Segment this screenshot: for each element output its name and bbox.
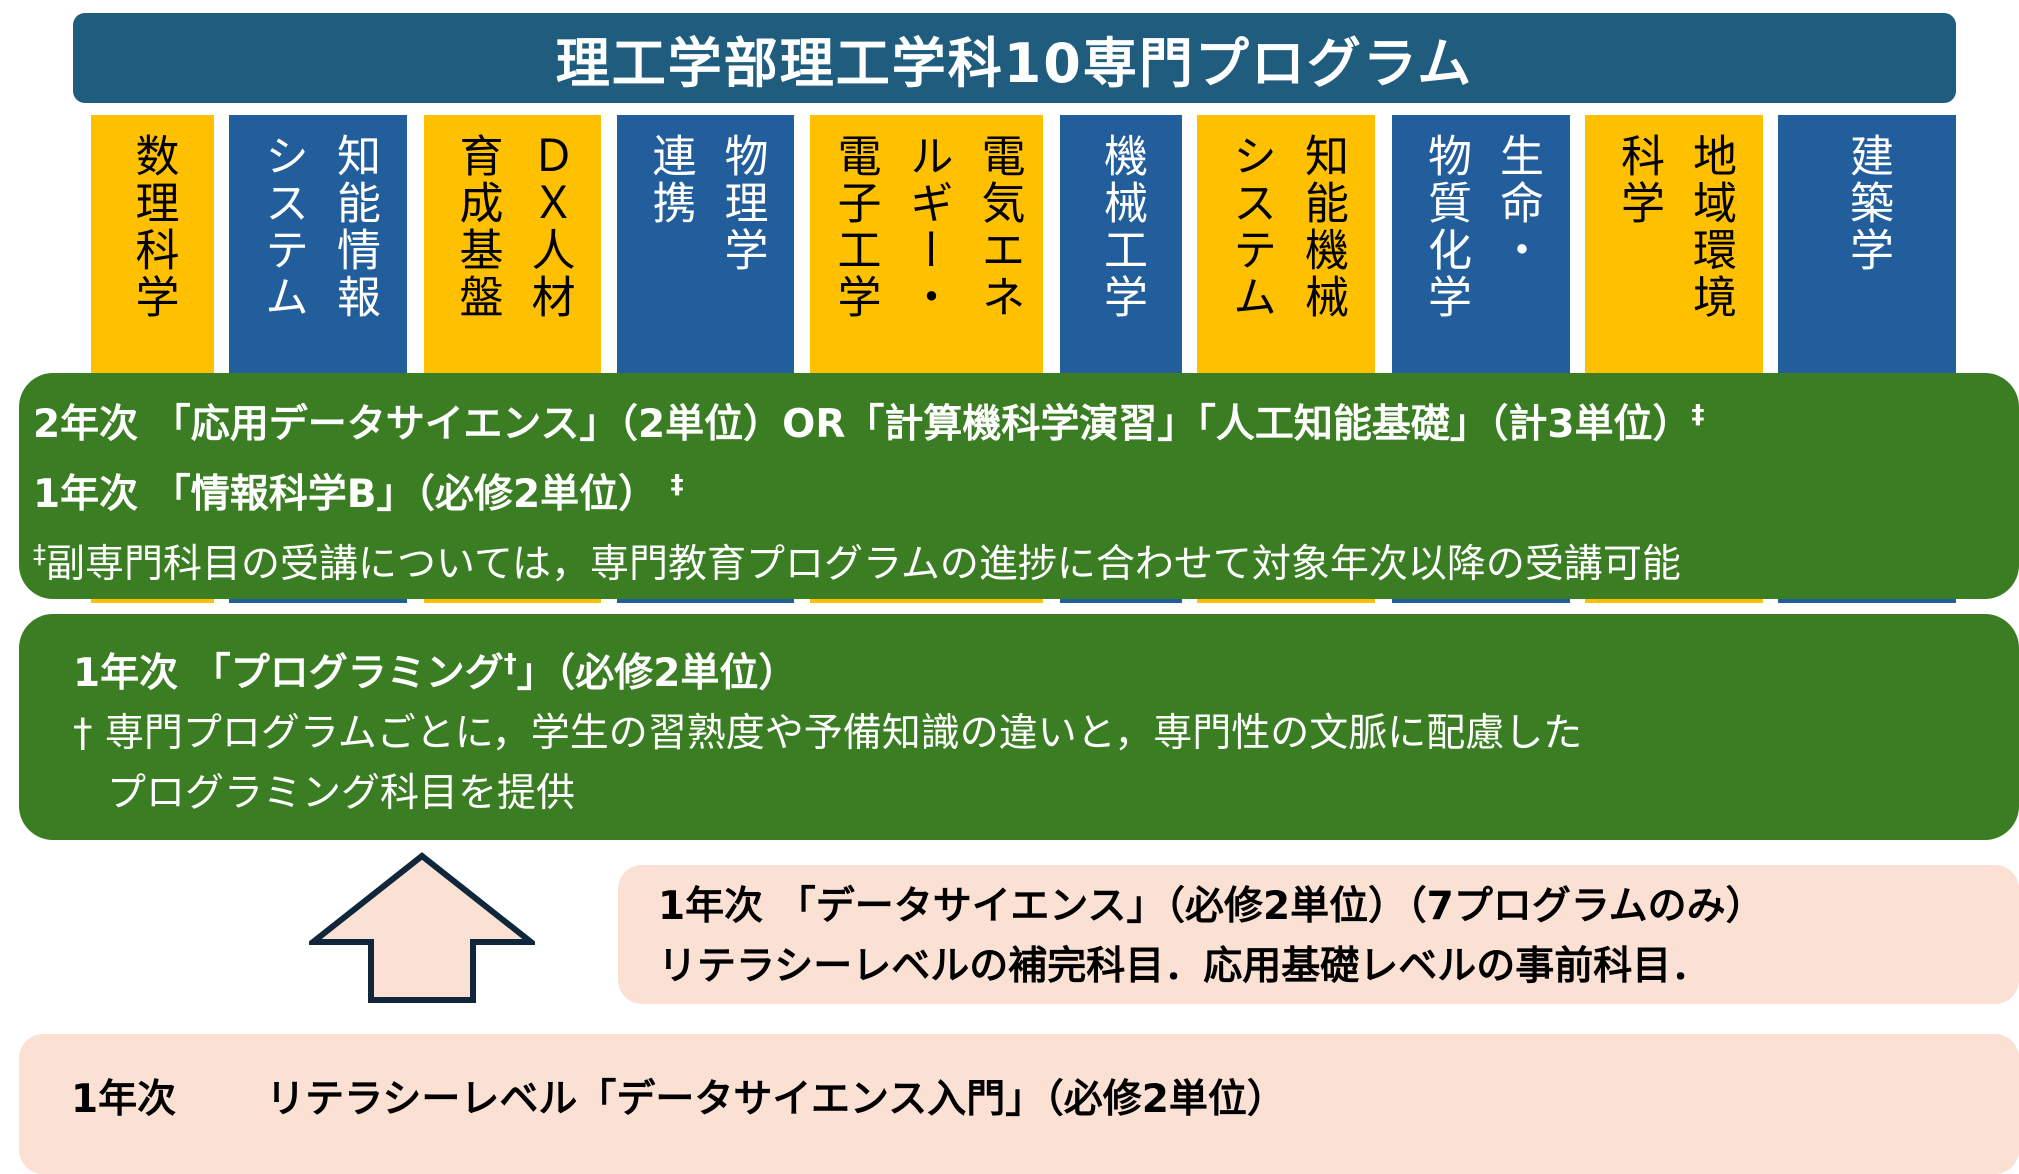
program-label: 地域環境 科学 [1613, 133, 1736, 321]
advanced-note: ‡副専門科目の受講については，専門教育プログラムの進捗に合わせて対象年次以降の受… [33, 525, 2019, 595]
advanced-line-1-text: 2年次 「応用データサイエンス」（2単位）OR「計算機科学演習」「人工知能基礎」… [33, 402, 1692, 447]
advanced-note-text: 副専門科目の受講については，専門教育プログラムの進捗に合わせて対象年次以降の受講… [46, 542, 1681, 587]
programming-note-1: † 専門プログラムごとに，学生の習熟度や予備知識の違いと，専門性の文脈に配慮した [73, 704, 2019, 764]
advanced-line-2: 1年次 「情報科学B」（必修2単位） ‡ [33, 455, 2019, 525]
double-dagger-mark: ‡ [33, 540, 46, 570]
dagger-mark: † [503, 649, 517, 679]
program-label: 機械工学 [1096, 133, 1147, 321]
diagram-title: 理工学部理工学科10専門プログラム [73, 13, 1956, 103]
up-arrow-icon [309, 852, 535, 1003]
programming-note-2: プログラミング科目を提供 [107, 771, 576, 816]
program-label: ＤＸ人材 育成基盤 [451, 133, 575, 321]
program-label: 建築学 [1842, 133, 1893, 274]
programming-box: 1年次 「プログラミング†」（必修2単位） † 専門プログラムごとに，学生の習熟… [19, 614, 2019, 840]
program-label: 知能機械 システム [1225, 133, 1348, 321]
datascience-line-1: 1年次 「データサイエンス」（必修2単位）（7プログラムのみ） [658, 884, 1765, 929]
program-label: 物理学 連携 [644, 133, 768, 274]
program-label: 数理科学 [127, 133, 179, 321]
double-dagger-mark: ‡ [670, 470, 684, 500]
intro-year: 1年次 [71, 1077, 177, 1122]
program-label: 電気エネ ルギー・ 電子工学 [829, 133, 1025, 321]
intro-box: 1年次 リテラシーレベル「データサイエンス入門」（必修2単位） [19, 1034, 2019, 1174]
programming-note-1-text: 専門プログラムごとに，学生の習熟度や予備知識の違いと，専門性の文脈に配慮した [104, 711, 1583, 756]
advanced-courses-box: 2年次 「応用データサイエンス」（2単位）OR「計算機科学演習」「人工知能基礎」… [19, 373, 2019, 599]
dagger-mark: † [73, 711, 93, 756]
double-dagger-mark: ‡ [1691, 400, 1705, 430]
programming-line-1b: 」（必修2単位） [516, 651, 798, 696]
datascience-line-2: リテラシーレベルの補完科目．応用基礎レベルの事前科目． [658, 944, 1711, 989]
intro-line: 1年次 リテラシーレベル「データサイエンス入門」（必修2単位） [71, 1070, 2019, 1130]
advanced-line-1: 2年次 「応用データサイエンス」（2単位）OR「計算機科学演習」「人工知能基礎」… [33, 385, 2019, 455]
programming-line-1a: 1年次 「プログラミング [73, 651, 504, 696]
program-label: 生命・ 物質化学 [1420, 133, 1543, 321]
program-label: 知能情報 システム [257, 133, 380, 321]
advanced-line-2-text: 1年次 「情報科学B」（必修2単位） [33, 472, 658, 517]
datascience-box: 1年次 「データサイエンス」（必修2単位）（7プログラムのみ） リテラシーレベル… [618, 865, 2019, 1004]
intro-course: リテラシーレベル「データサイエンス入門」（必修2単位） [266, 1077, 1286, 1122]
programming-line-1: 1年次 「プログラミング†」（必修2単位） [73, 634, 2019, 704]
